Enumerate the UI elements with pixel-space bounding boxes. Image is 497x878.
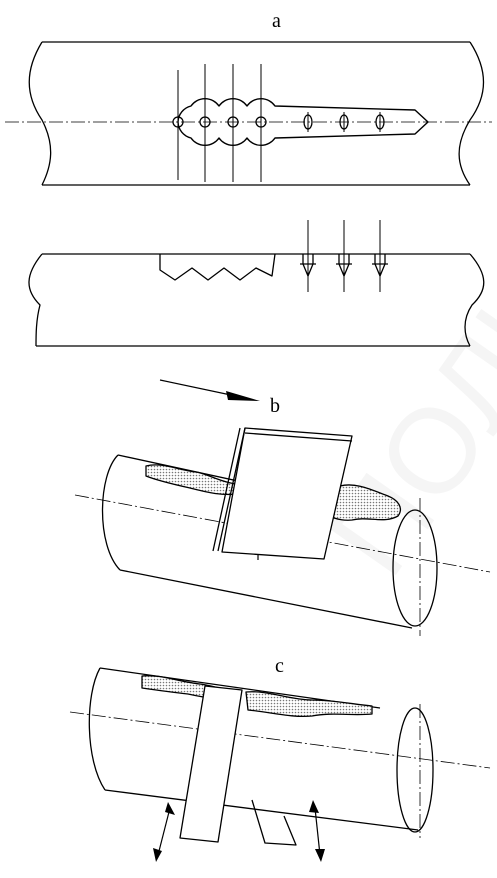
shaft-c-cylinder (69, 667, 491, 838)
shaft-side-view (28, 220, 485, 347)
motion-arrow-icon (159, 379, 260, 401)
figure-label-c: c (275, 655, 284, 677)
keyway-slot-outline (172, 64, 429, 182)
figure-label-b: b (270, 395, 280, 417)
end-mill-c (179, 685, 297, 846)
shaded-groove-right-c (245, 691, 373, 718)
shaft-top-view (5, 41, 492, 186)
disc-cutter-b (212, 427, 353, 560)
figure-label-a: a (272, 10, 281, 32)
double-arrow-icon (153, 800, 325, 862)
milled-recess-profile (159, 253, 276, 281)
